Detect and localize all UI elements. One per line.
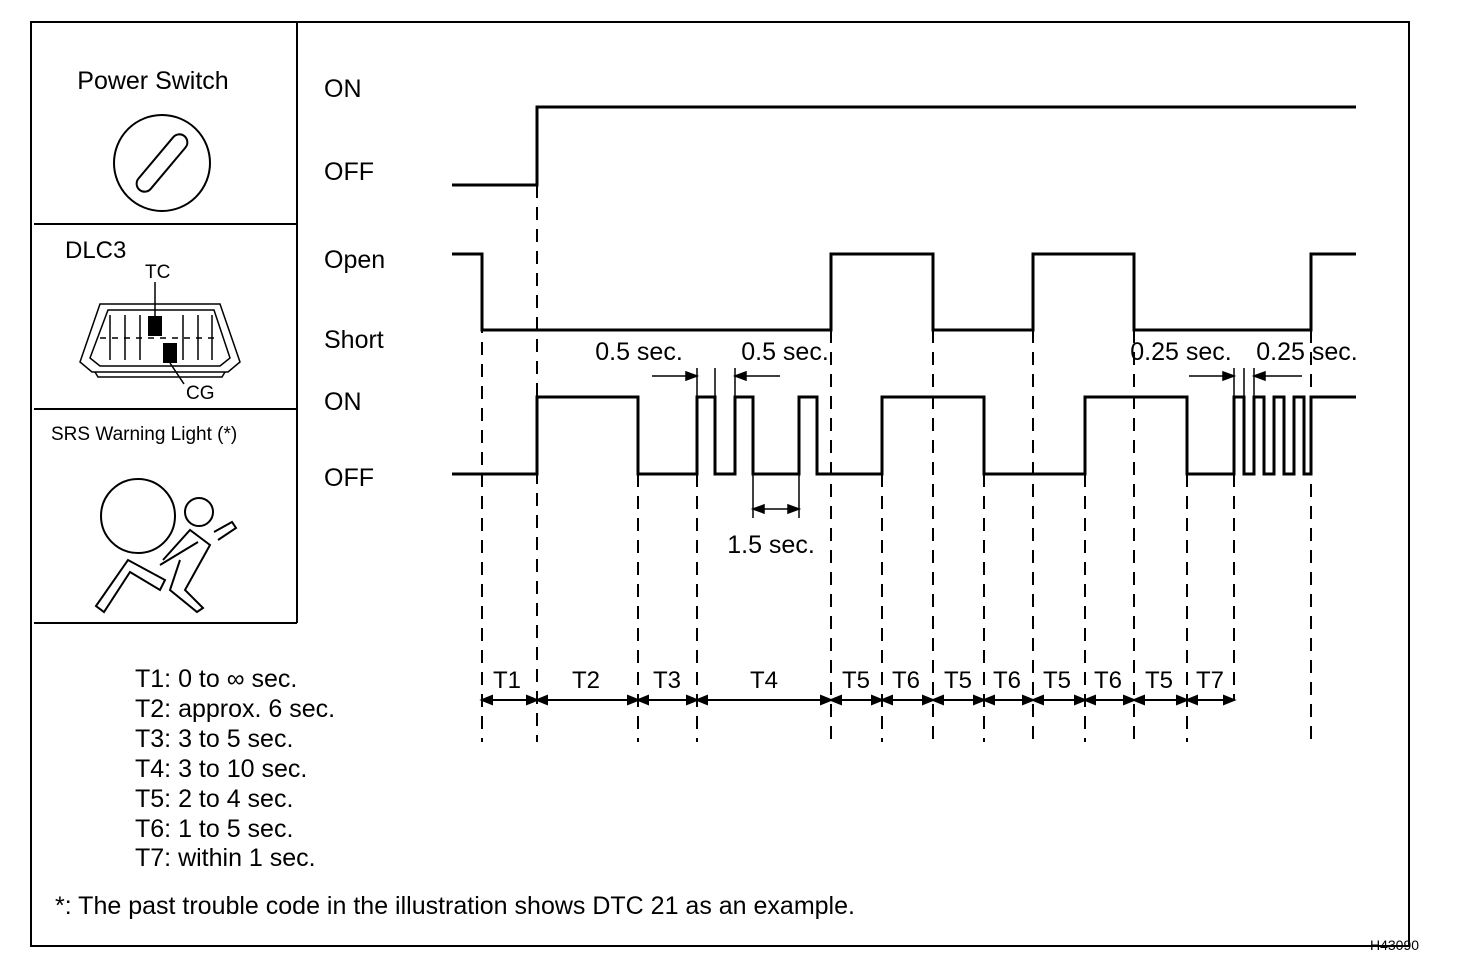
cg-terminal-label: CG [186,383,215,404]
legend-t6: T6: 1 to 5 sec. [135,815,293,843]
period-label: T2 [572,667,600,694]
power-switch-title: Power Switch [77,67,228,95]
period-label: T5 [1145,667,1173,694]
fast-pulse-dimension [1189,368,1302,397]
power-switch-icon [113,114,211,212]
gap-dimension [750,474,802,518]
legend-t4: T4: 3 to 10 sec. [135,755,307,783]
tc-terminal [148,316,162,336]
power-on-label: ON [324,75,362,103]
period-label: T1 [493,667,521,694]
period-label: T6 [1094,667,1122,694]
dlc3-title: DLC3 [65,237,126,264]
slow-pulse-on-duration: 0.5 sec. [595,338,683,366]
terminal-short-label: Short [324,326,384,354]
terminal-open-label: Open [324,246,385,274]
power-switch-waveform [452,105,1356,187]
legend-t5: T5: 2 to 4 sec. [135,785,293,813]
legend-t7: T7: within 1 sec. [135,844,316,872]
outer-frame [30,21,1410,947]
period-label: T6 [993,667,1021,694]
period-guides [481,185,1312,742]
period-arrows [479,694,1237,706]
legend-t1: T1: 0 to ∞ sec. [135,665,297,693]
waveforms [452,105,1356,476]
gap-duration: 1.5 sec. [727,531,815,559]
figure-id: H43090 [1370,937,1419,953]
tc-terminal-label: TC [145,262,170,283]
period-label: T5 [944,667,972,694]
left-panels [34,22,298,624]
fast-pulse-on-duration: 0.25 sec. [1130,338,1231,366]
period-label: T4 [750,667,778,694]
power-off-label: OFF [324,158,374,186]
slow-pulse-off-duration: 0.5 sec. [741,338,829,366]
period-label: T3 [653,667,681,694]
fast-pulse-off-duration: 0.25 sec. [1256,338,1357,366]
dlc3-connector-icon [79,282,241,385]
light-on-label: ON [324,388,362,416]
period-label: T6 [892,667,920,694]
period-label: T7 [1196,667,1224,694]
airbag-icon [94,478,238,614]
srs-warning-light-title: SRS Warning Light (*) [51,424,237,445]
timing-legend: T1: 0 to ∞ sec. T2: approx. 6 sec. T3: 3… [135,665,335,872]
light-off-label: OFF [324,464,374,492]
legend-t2: T2: approx. 6 sec. [135,695,335,723]
cg-terminal [163,343,177,363]
period-label: T5 [842,667,870,694]
footnote: *: The past trouble code in the illustra… [55,892,855,920]
srs-warning-light-waveform [452,395,1356,476]
tc-cg-terminal-waveform [452,252,1356,332]
period-labels: T1 T2 T3 T4 T5 T6 T5 T6 T5 T6 T5 T7 [493,667,1224,694]
slow-pulse-dimension [652,368,780,397]
period-label: T5 [1043,667,1071,694]
legend-t3: T3: 3 to 5 sec. [135,725,293,753]
